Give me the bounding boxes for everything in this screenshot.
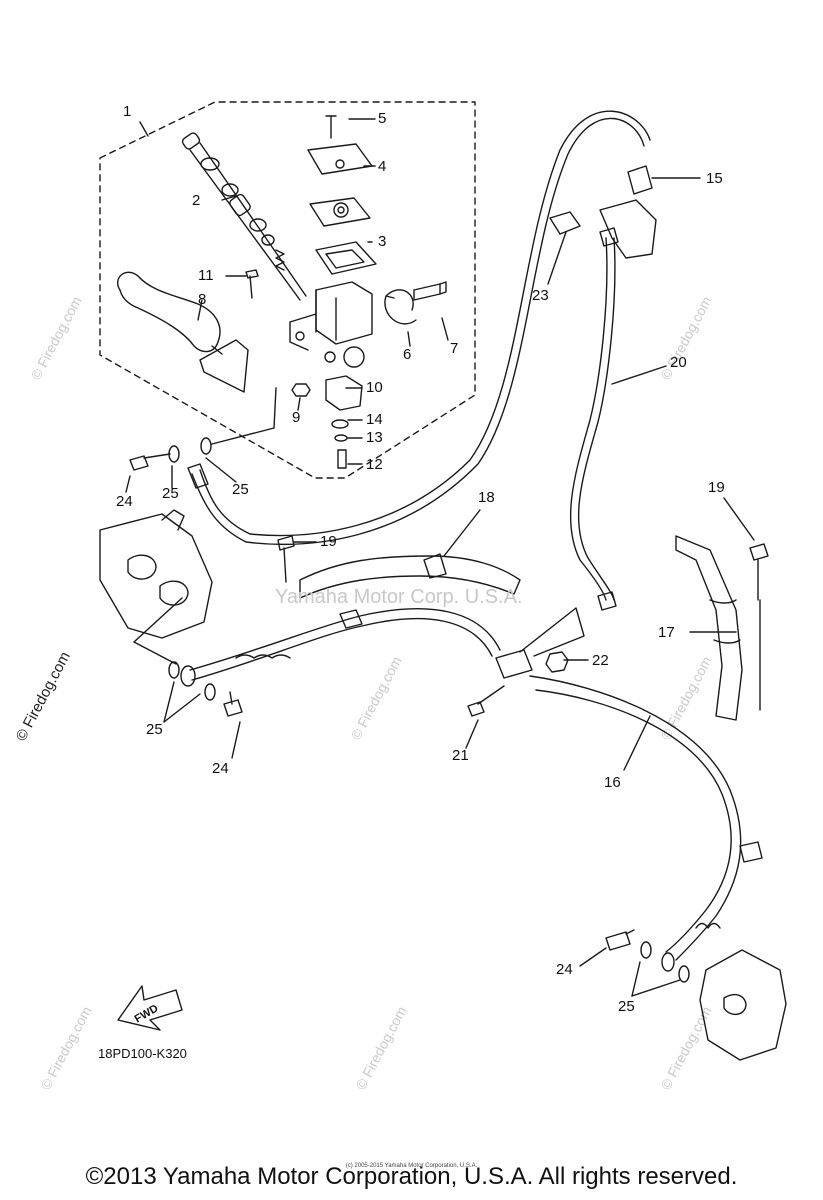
callout-17: 17 (658, 624, 675, 641)
brake-pipe-20 (569, 237, 608, 601)
hose-end-15 (627, 165, 653, 195)
lower-left-hose (189, 608, 501, 671)
callout-22: 22 (592, 652, 609, 669)
callout-24a: 24 (116, 493, 133, 510)
bolt-19 (277, 535, 295, 583)
nut-22 (545, 651, 569, 673)
lever-bolt (245, 269, 259, 299)
brake-switch (325, 375, 363, 411)
callout-11: 11 (198, 267, 214, 284)
screw-12 (337, 449, 347, 469)
callout-25c: 25 (146, 721, 163, 738)
callout-19b: 19 (708, 479, 725, 496)
lower-right-hose-16 (529, 675, 742, 961)
banjo-bolt-lower (223, 691, 243, 717)
callout-25a: 25 (162, 485, 179, 502)
master-cylinder-body (289, 281, 372, 368)
left-caliper (99, 513, 213, 639)
part-14 (331, 419, 349, 429)
callout-1: 1 (123, 103, 132, 120)
fwd-arrow (117, 985, 183, 1031)
holder (384, 289, 417, 325)
callout-6: 6 (403, 346, 412, 363)
nut-9 (291, 383, 311, 397)
hose-guide-18 (299, 555, 521, 599)
callout-20: 20 (670, 354, 687, 371)
bracket-23 (549, 199, 657, 259)
brake-lever (117, 271, 221, 353)
guard-17 (675, 535, 743, 721)
callout-24c: 24 (556, 961, 573, 978)
reservoir-cap (307, 115, 377, 275)
upper-hose (199, 110, 651, 537)
part-code: 18PD100-K320 (98, 1046, 187, 1061)
callout-4: 4 (378, 158, 387, 175)
bolt-19b (749, 543, 769, 711)
callout-25d: 25 (618, 998, 635, 1015)
three-way-joint (495, 649, 533, 679)
tiny-notice: (c) 2005-2015 Yamaha Motor Corporation, … (345, 1163, 478, 1169)
watermark-center: Yamaha Motor Corp. U.S.A. (275, 586, 523, 608)
bolt-21 (467, 685, 505, 717)
callout-5: 5 (378, 110, 387, 127)
piston-kit (181, 132, 307, 301)
callout-12: 12 (366, 456, 383, 473)
callout-21: 21 (452, 747, 469, 764)
callout-7: 7 (450, 340, 459, 357)
callout-14: 14 (366, 411, 383, 428)
right-caliper (699, 949, 787, 1061)
banjo-bolt-right (605, 929, 635, 951)
copyright: ©2013 Yamaha Motor Corporation, U.S.A. A… (85, 1163, 738, 1190)
callout-18: 18 (478, 489, 495, 506)
callout-2: 2 (192, 192, 201, 209)
callout-23: 23 (532, 287, 549, 304)
callout-3: 3 (378, 233, 387, 250)
callout-9: 9 (292, 409, 301, 426)
holder-bolt (413, 281, 447, 301)
callout-15: 15 (706, 170, 723, 187)
leader-1 (139, 121, 149, 137)
callout-24b: 24 (212, 760, 229, 777)
callout-8: 8 (198, 291, 207, 308)
callout-13: 13 (366, 429, 383, 446)
group-outline-1 (99, 101, 476, 479)
callout-19: 19 (320, 533, 337, 550)
callout-16: 16 (604, 774, 621, 791)
callout-25b: 25 (232, 481, 249, 498)
banjo-bolt (129, 453, 171, 471)
lever-bracket (199, 339, 249, 393)
washer-13 (334, 434, 348, 442)
callout-10: 10 (366, 379, 383, 396)
